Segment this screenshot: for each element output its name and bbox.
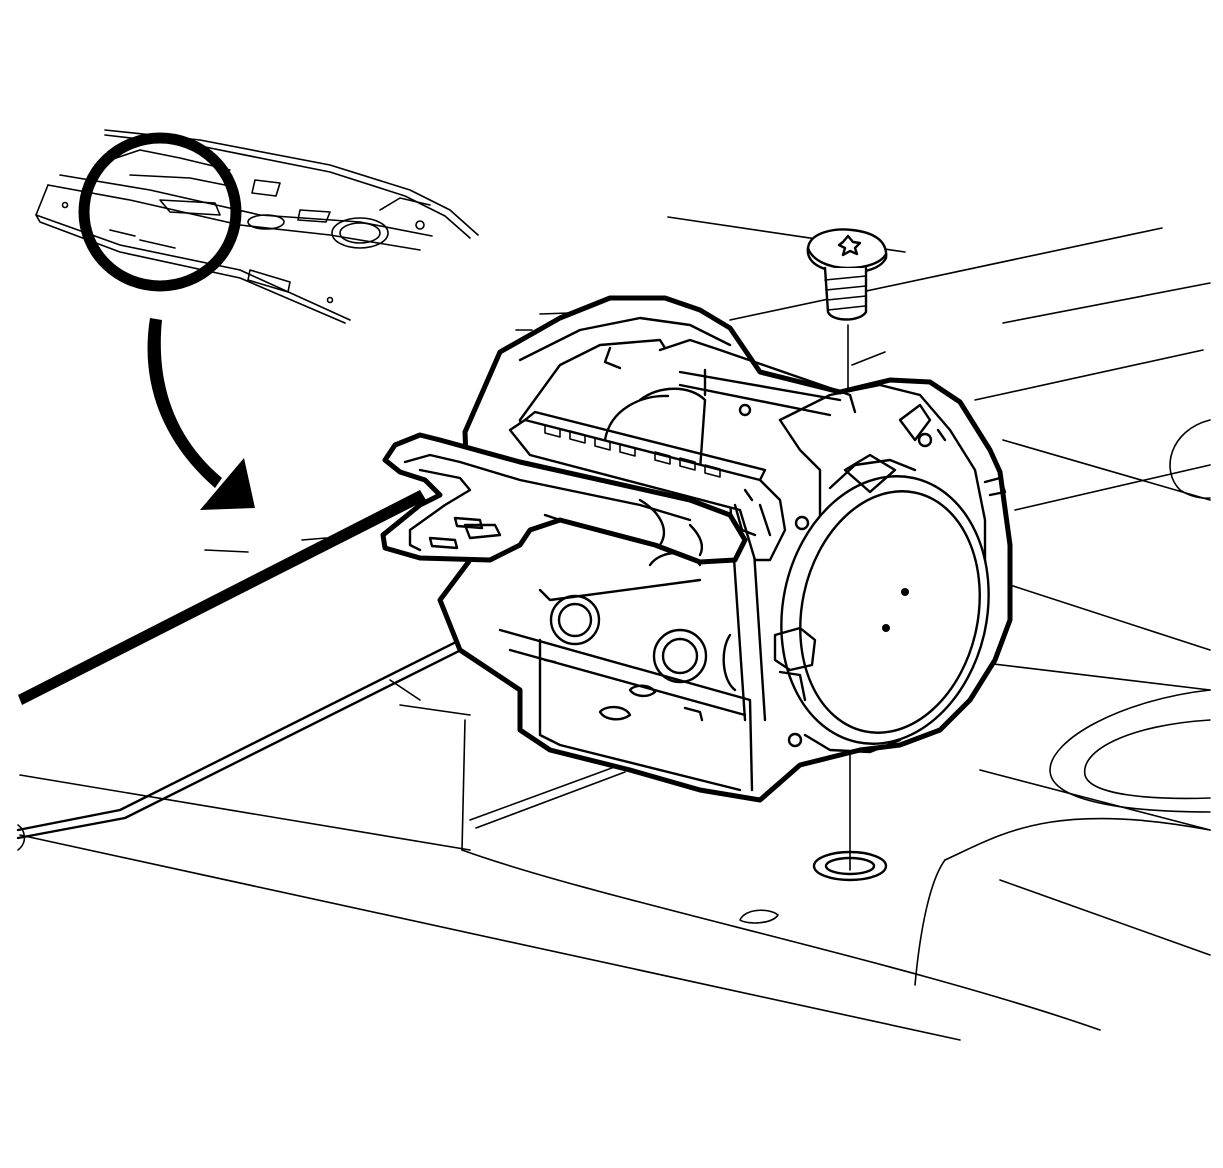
direction-arrow	[147, 318, 255, 510]
mounting-bracket	[380, 432, 748, 565]
bolt-hole	[812, 754, 888, 882]
location-circle	[78, 132, 242, 292]
retractor-bolt	[806, 228, 888, 391]
floor-panel-lines	[19, 216, 1211, 1041]
